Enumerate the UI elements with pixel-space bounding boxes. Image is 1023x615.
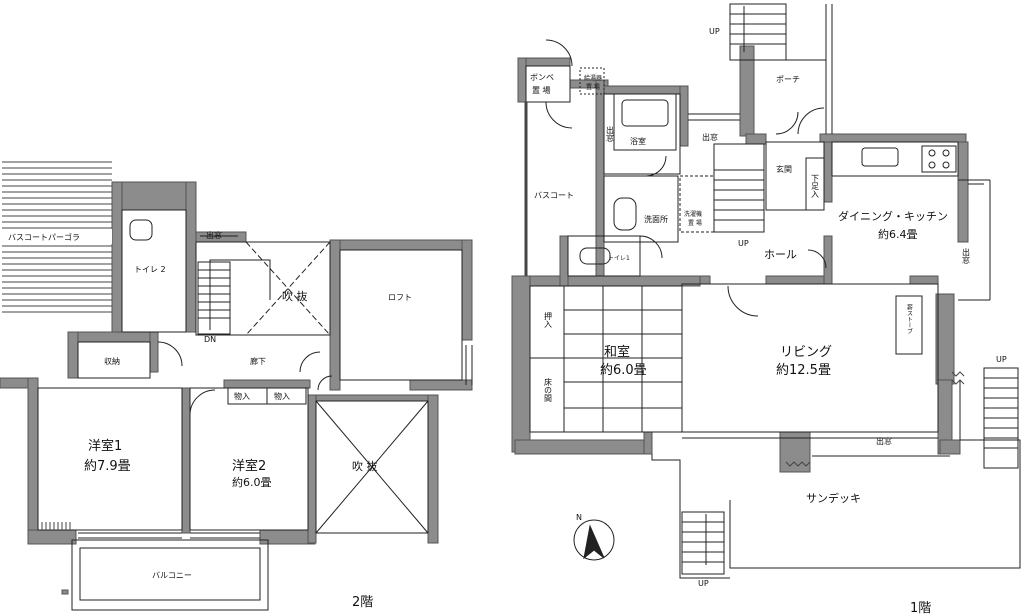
yoshitsu1-name: 洋室1 (88, 438, 122, 454)
demado-2f-label: 出窓 (206, 230, 222, 240)
sundeck-label: サンデッキ (806, 491, 861, 505)
outlines-1f (525, 3, 1021, 579)
balcony-label: バルコニー (152, 571, 192, 580)
dn-label: DN (204, 335, 216, 344)
monoire-a-label: 物入 (234, 391, 250, 401)
makistove-label: 薪ストーブ (906, 303, 913, 334)
kyutoki-label-2: 置 場 (586, 83, 600, 91)
second-floor-plan: バスコートパーゴラ トイレ 2 出窓 吹 抜 ロフト DN 収納 廊下 物入 物… (0, 161, 473, 611)
dk-size: 約6.4畳 (878, 227, 918, 241)
sentakuki-label-2: 置 場 (688, 219, 702, 227)
getabako-label: 下足入 (811, 174, 820, 198)
pergola-slats (2, 161, 112, 313)
demado-bath-label: 出窓 (606, 125, 615, 142)
yokushitsu-label: 浴室 (630, 136, 646, 146)
roka-label: 廊下 (250, 356, 266, 366)
loft-label: ロフト (388, 293, 412, 302)
dk-name: ダイニング・キッチン (838, 209, 948, 223)
bascourt-label: バスコート (534, 191, 574, 200)
stove-hatch (785, 371, 965, 467)
pergola-label: バスコートパーゴラ (8, 232, 80, 242)
kyutoki-label-1: 給湯器 (584, 74, 602, 82)
window-hatch-2f (41, 522, 71, 530)
floor-1-label: 1階 (910, 601, 931, 615)
monoire-b-label: 物入 (274, 391, 290, 401)
demado-right-label: 出窓 (962, 247, 971, 264)
fukinuke-stair-label: 吹 抜 (282, 289, 308, 303)
bombe-label-2: 置 場 (532, 85, 551, 95)
compass-label: N (576, 513, 582, 522)
living-name: リビング (780, 345, 832, 360)
demado-bottom-label: 出窓 (876, 436, 892, 446)
shuno-label: 収納 (104, 356, 120, 366)
demado-mid-label: 出窓 (702, 132, 718, 142)
oshiire-label: 押入 (544, 311, 553, 328)
senmenjo-label: 洗面所 (644, 214, 668, 224)
walls-2f (0, 181, 473, 595)
up-hall-label: UP (738, 239, 749, 248)
living-size: 約12.5畳 (776, 363, 831, 378)
kyutoki-box (579, 67, 605, 95)
outlines-2f (37, 209, 473, 611)
washitsu-size: 約6.0畳 (600, 363, 647, 378)
hall-label: ホール (764, 248, 797, 261)
yoshitsu2-name: 洋室2 (232, 458, 266, 474)
fukinuke-big-label: 吹 抜 (352, 459, 378, 473)
first-floor-plan: UP ボンベ 置 場 給湯器 置 場 出窓 浴室 出窓 ポーチ バスコート 洗面… (511, 3, 1021, 615)
washitsu-name: 和室 (604, 344, 630, 360)
tokonoma-label: 床の間 (544, 377, 553, 403)
pergola-label-bg (2, 229, 112, 244)
toilet1-label: トイレ1 (608, 255, 630, 262)
yoshitsu2-size: 約6.0畳 (232, 475, 272, 489)
up-top-label: UP (709, 27, 720, 36)
floor-2-label: 2階 (352, 595, 373, 610)
toilet2-label: トイレ 2 (134, 265, 166, 274)
sentakuki-label-1: 洗濯機 (684, 210, 702, 218)
porch-label: ポーチ (776, 75, 800, 84)
up-right-label: UP (996, 355, 1007, 364)
bombe-label-1: ボンベ (530, 73, 554, 82)
yoshitsu1-size: 約7.9畳 (84, 459, 131, 474)
genkan-label: 玄関 (776, 164, 792, 174)
up-bottom-label: UP (698, 579, 709, 588)
